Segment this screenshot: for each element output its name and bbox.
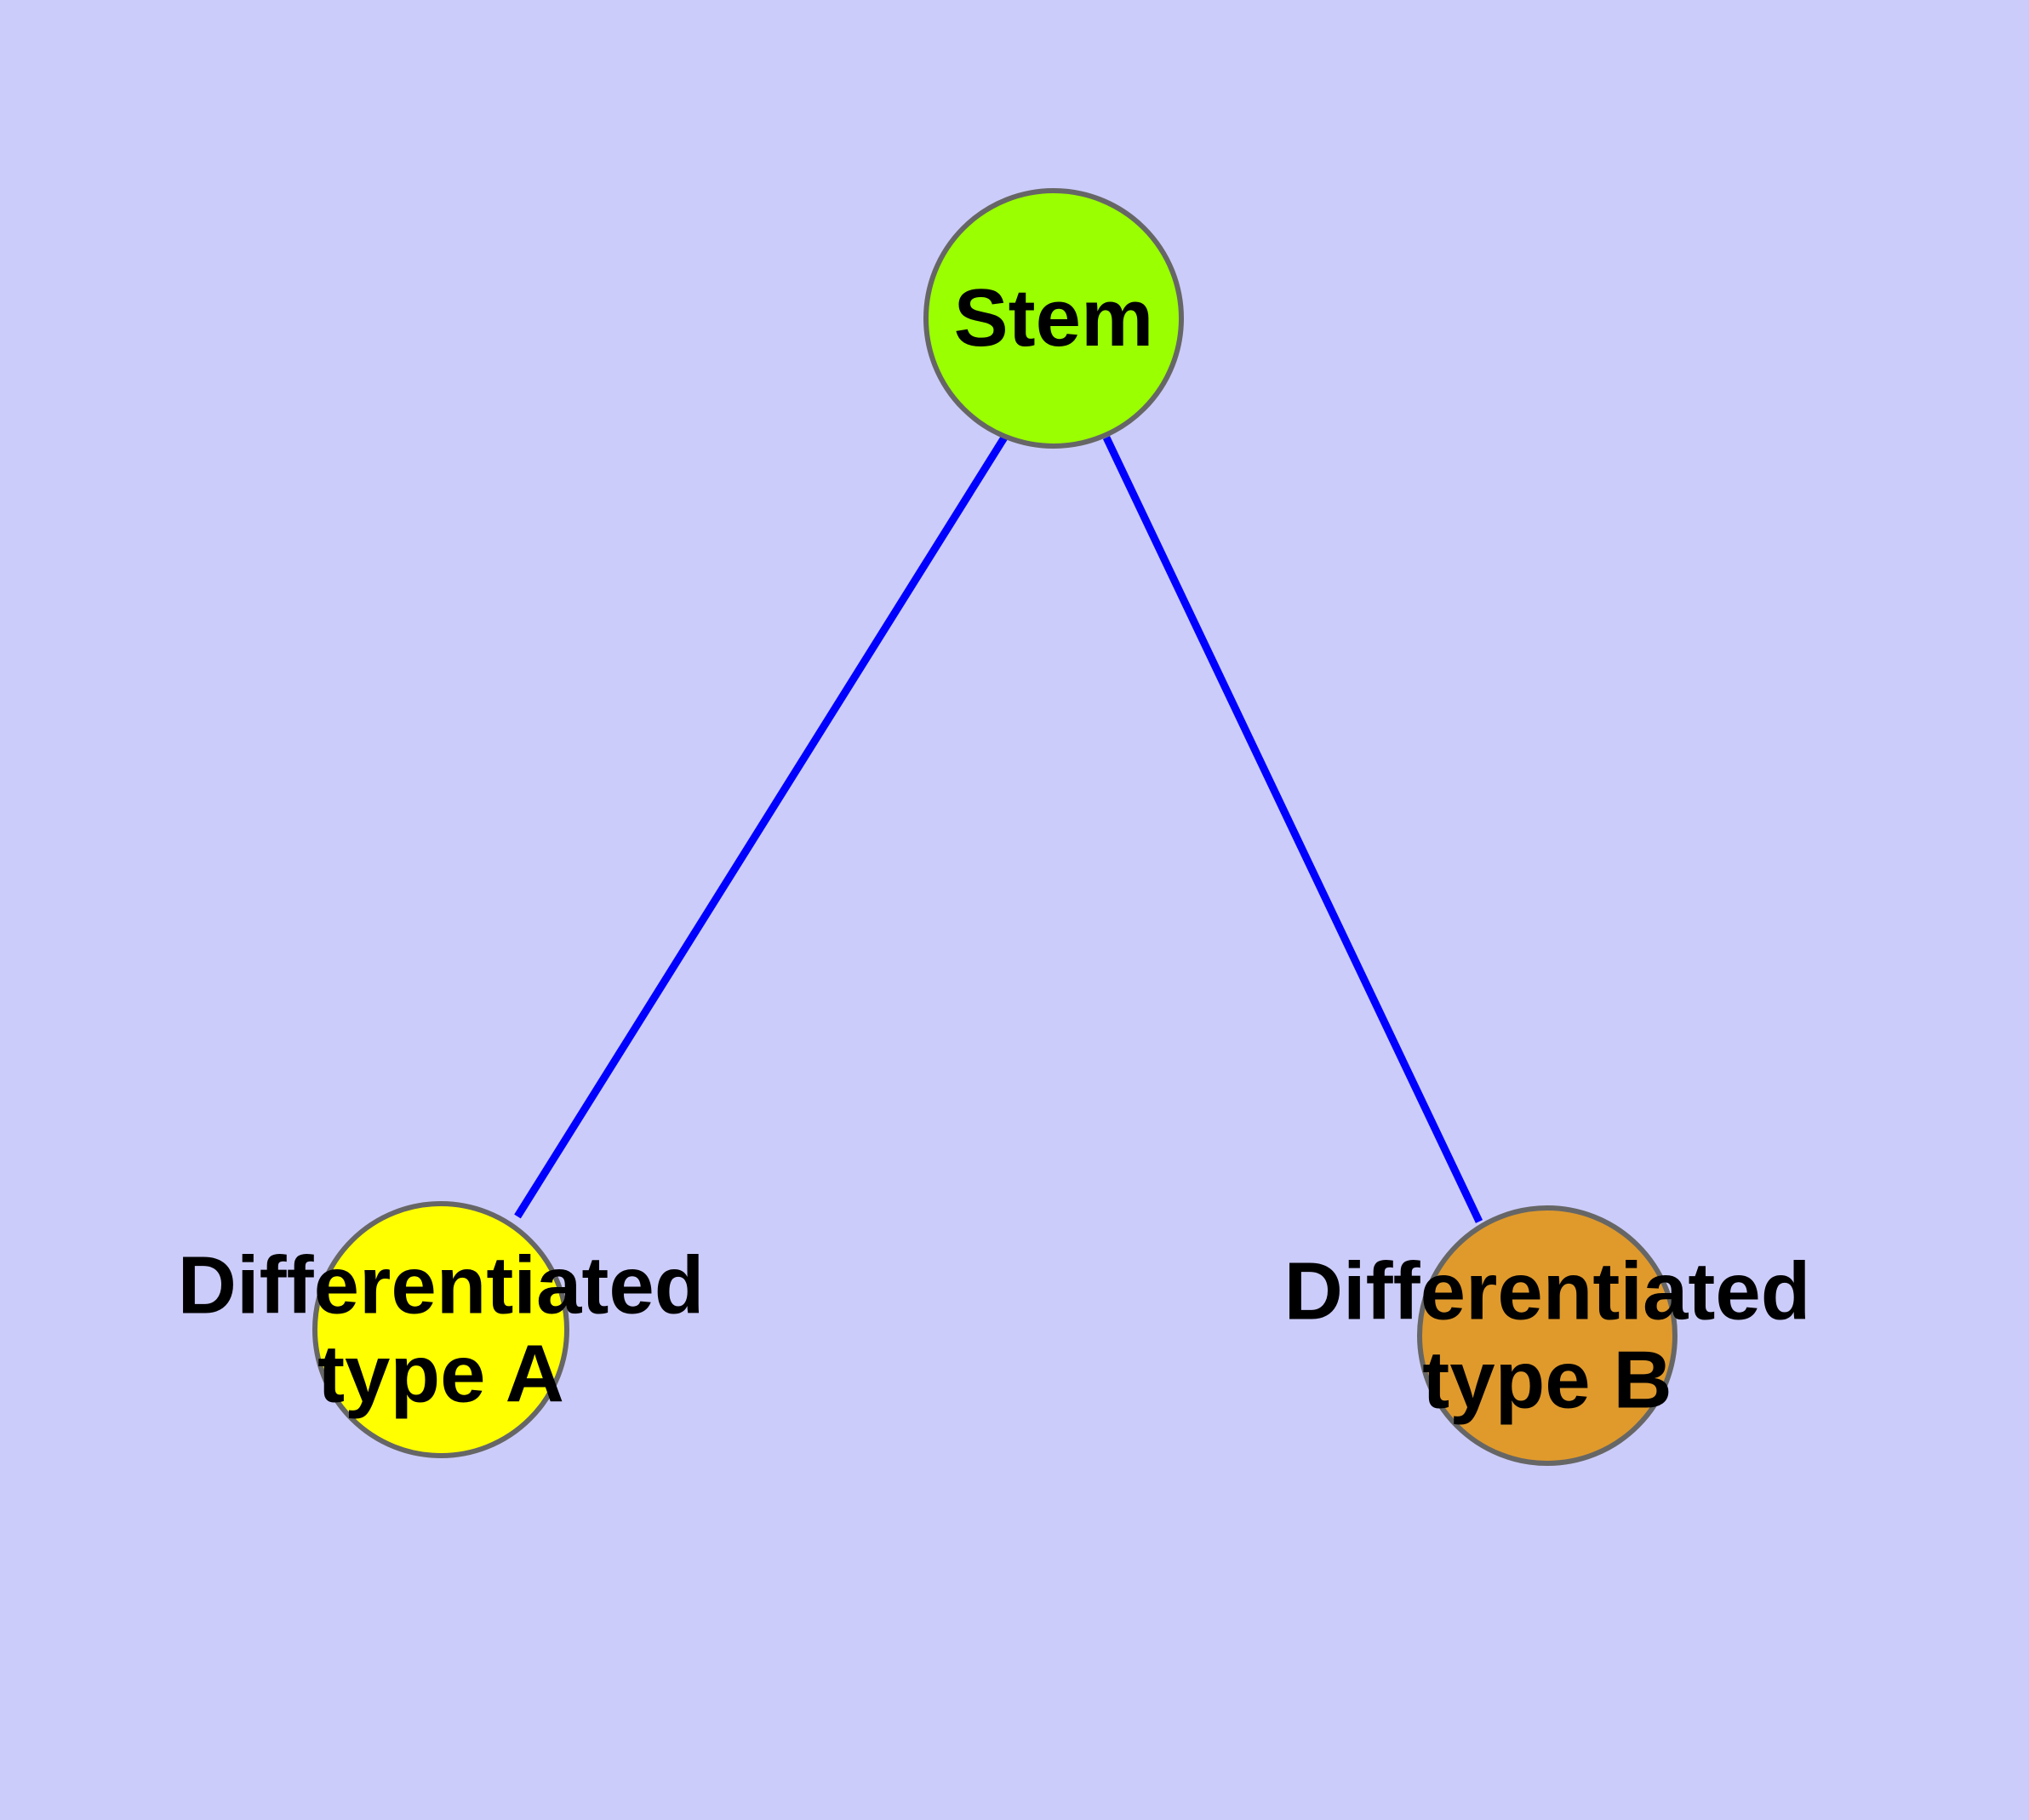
edge-stem-to-differentiated-type-a[interactable] bbox=[514, 435, 1008, 1219]
node-layer bbox=[312, 188, 1677, 1466]
node-circle-stem[interactable] bbox=[923, 188, 1184, 449]
node-circle-differentiated-type-b[interactable] bbox=[1417, 1205, 1677, 1466]
node-circle-differentiated-type-a[interactable] bbox=[312, 1201, 569, 1458]
edge-layer bbox=[514, 435, 1483, 1223]
edge-stem-to-differentiated-type-b[interactable] bbox=[1102, 436, 1483, 1223]
